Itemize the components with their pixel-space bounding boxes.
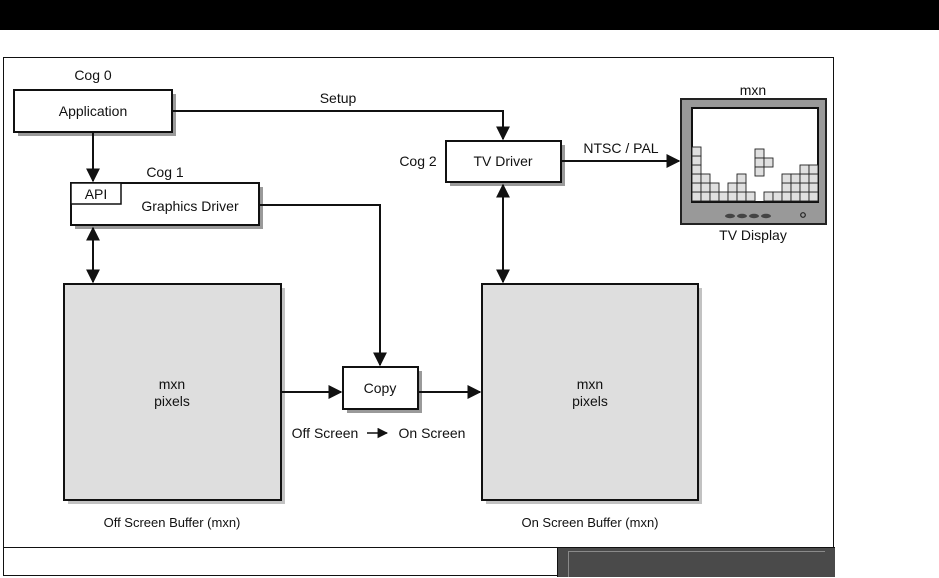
tv-stack-block: [691, 155, 702, 166]
off-screen-buffer-line2: pixels: [154, 393, 190, 409]
tv-driver-label: TV Driver: [473, 153, 532, 169]
copy-box: [342, 366, 419, 410]
on-screen-buffer-line1: mxn: [577, 376, 603, 392]
graphics-driver-label: Graphics Driver: [141, 198, 239, 214]
tv-title: mxn: [740, 82, 766, 98]
ntsc-pal-label: NTSC / PAL: [583, 140, 658, 156]
tv-stack-block: [781, 173, 792, 184]
tv-stack-block: [709, 182, 720, 193]
copy-from-label: Off Screen: [292, 425, 359, 441]
tv-stack-block: [745, 191, 756, 202]
tv-falling-block: [754, 157, 765, 168]
connectors: [86, 110, 681, 439]
tv-stack-block: [691, 146, 702, 157]
tv-stack-block: [808, 164, 819, 175]
tv-stack-block: [808, 191, 819, 202]
tv-stack-block: [691, 173, 702, 184]
tv-stack-block: [808, 173, 819, 184]
tv-stack-block: [763, 191, 774, 202]
copy-label: Copy: [364, 380, 397, 396]
top-bar: [0, 0, 939, 30]
tv-stack-block: [736, 182, 747, 193]
tv-buttons: [725, 213, 771, 219]
tv-button-icon: [725, 213, 735, 219]
tv-stack-block: [691, 182, 702, 193]
tv-stack-block: [718, 191, 729, 202]
tv-stack-block: [691, 164, 702, 175]
tv-stack-block: [727, 191, 738, 202]
setup-label: Setup: [320, 90, 357, 106]
tv-falling-block: [754, 148, 765, 159]
tv-falling-block: [754, 166, 765, 177]
tv-stack-block: [781, 182, 792, 193]
bottom-panel-inset: [568, 551, 825, 577]
tv-stack-block: [799, 173, 810, 184]
on-screen-buffer: [481, 283, 699, 501]
on-screen-buffer-caption: On Screen Buffer (mxn): [521, 515, 658, 530]
diagram-frame: [3, 57, 834, 576]
tv-driver-box: [445, 140, 562, 183]
tv-stack-block: [700, 173, 711, 184]
tv-stack-block: [790, 182, 801, 193]
tv-stack-block: [799, 164, 810, 175]
tv-stack-block: [709, 191, 720, 202]
tv-falling-block: [763, 157, 774, 168]
tv-stack-block: [736, 173, 747, 184]
bottom-status-row: [3, 547, 835, 577]
tv-button-icon: [737, 213, 747, 219]
tv-button-icon: [761, 213, 771, 219]
tv-stack-block: [691, 191, 702, 202]
off-screen-buffer-caption: Off Screen Buffer (mxn): [104, 515, 241, 530]
off-screen-buffer-line1: mxn: [159, 376, 185, 392]
graphics-driver-to-copy-arrow: [259, 204, 387, 367]
setup-arrow: [172, 110, 510, 141]
tv-stack-block: [790, 173, 801, 184]
tv-display-caption: TV Display: [719, 227, 787, 243]
tv-stack-block: [700, 182, 711, 193]
on-screen-buffer-line2: pixels: [572, 393, 608, 409]
tv-stack-block: [727, 182, 738, 193]
off-screen-buffer: [63, 283, 282, 501]
tv-button-icon: [749, 213, 759, 219]
tv-stack-block: [799, 191, 810, 202]
tv-screen-blocks: [691, 146, 819, 202]
cog2-label: Cog 2: [399, 153, 437, 169]
tv-stack-block: [700, 191, 711, 202]
cog1-label: Cog 1: [146, 164, 184, 180]
tv-stack-block: [808, 182, 819, 193]
tv-stack-block: [772, 191, 783, 202]
tv-stack-block: [781, 191, 792, 202]
application-label: Application: [59, 103, 128, 119]
application-box: [13, 89, 173, 133]
api-box: [70, 182, 122, 205]
tv-stack-block: [790, 191, 801, 202]
copy-to-label: On Screen: [399, 425, 466, 441]
cog0-label: Cog 0: [74, 67, 112, 83]
tv-stack-block: [799, 182, 810, 193]
bottom-panel: [557, 548, 835, 577]
tv-stack-block: [736, 191, 747, 202]
tv-power-icon: [800, 212, 806, 218]
api-label: API: [85, 186, 108, 202]
